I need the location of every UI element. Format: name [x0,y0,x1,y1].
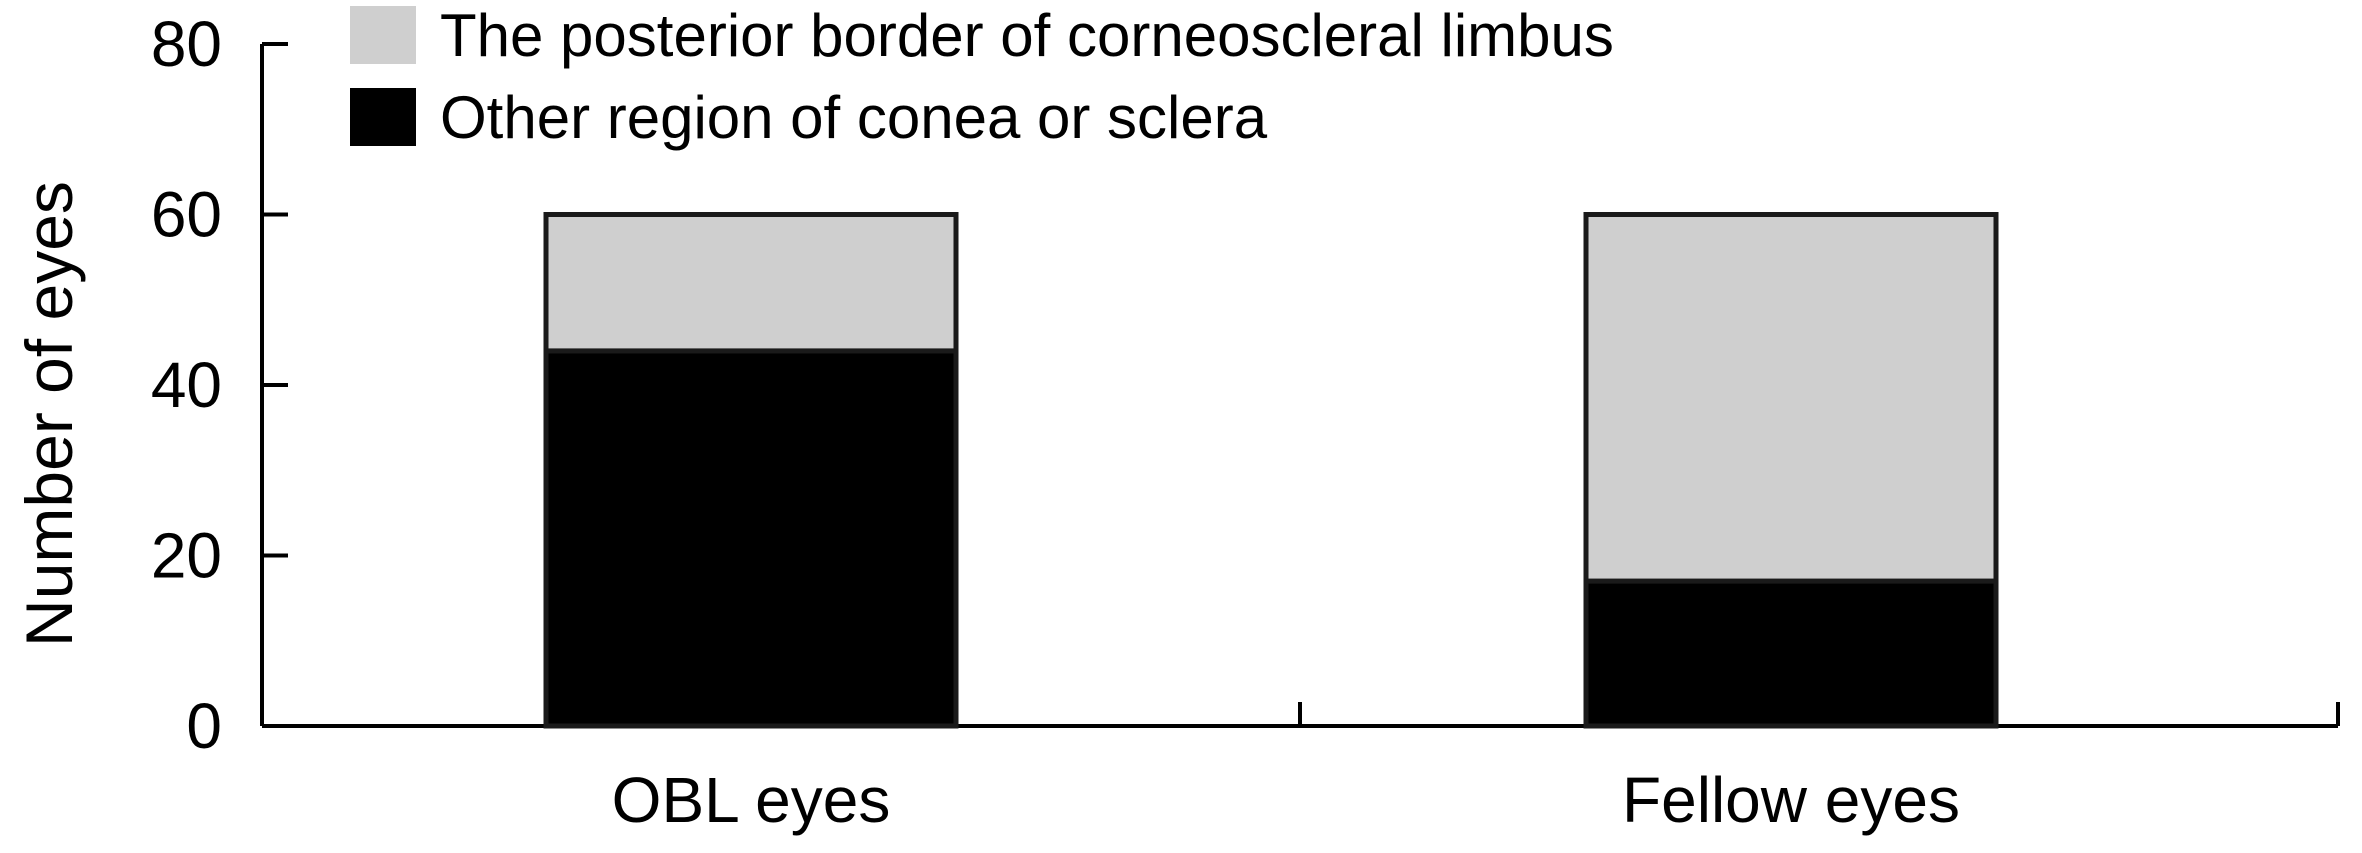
y-tick-label: 80 [151,8,222,80]
y-tick-label: 60 [151,179,222,251]
legend-swatch [350,6,416,64]
x-category-label: Fellow eyes [1622,764,1960,836]
legend: The posterior border of corneoscleral li… [350,2,1614,151]
y-tick-label: 40 [151,349,222,421]
legend-swatch [350,88,416,146]
y-tick-label: 20 [151,520,222,592]
y-tick-label: 0 [186,690,222,762]
bar-segment-other-region [1583,578,1999,729]
bar-segment-other-region [543,348,959,729]
x-category-label: OBL eyes [612,764,891,836]
legend-label: The posterior border of corneoscleral li… [440,2,1614,69]
bars [543,212,1999,729]
legend-label: Other region of conea or sclera [440,84,1268,151]
bar-segment-posterior-border [543,212,959,354]
bar-segment-posterior-border [1583,212,1999,584]
y-axis-label: Number of eyes [12,181,86,647]
